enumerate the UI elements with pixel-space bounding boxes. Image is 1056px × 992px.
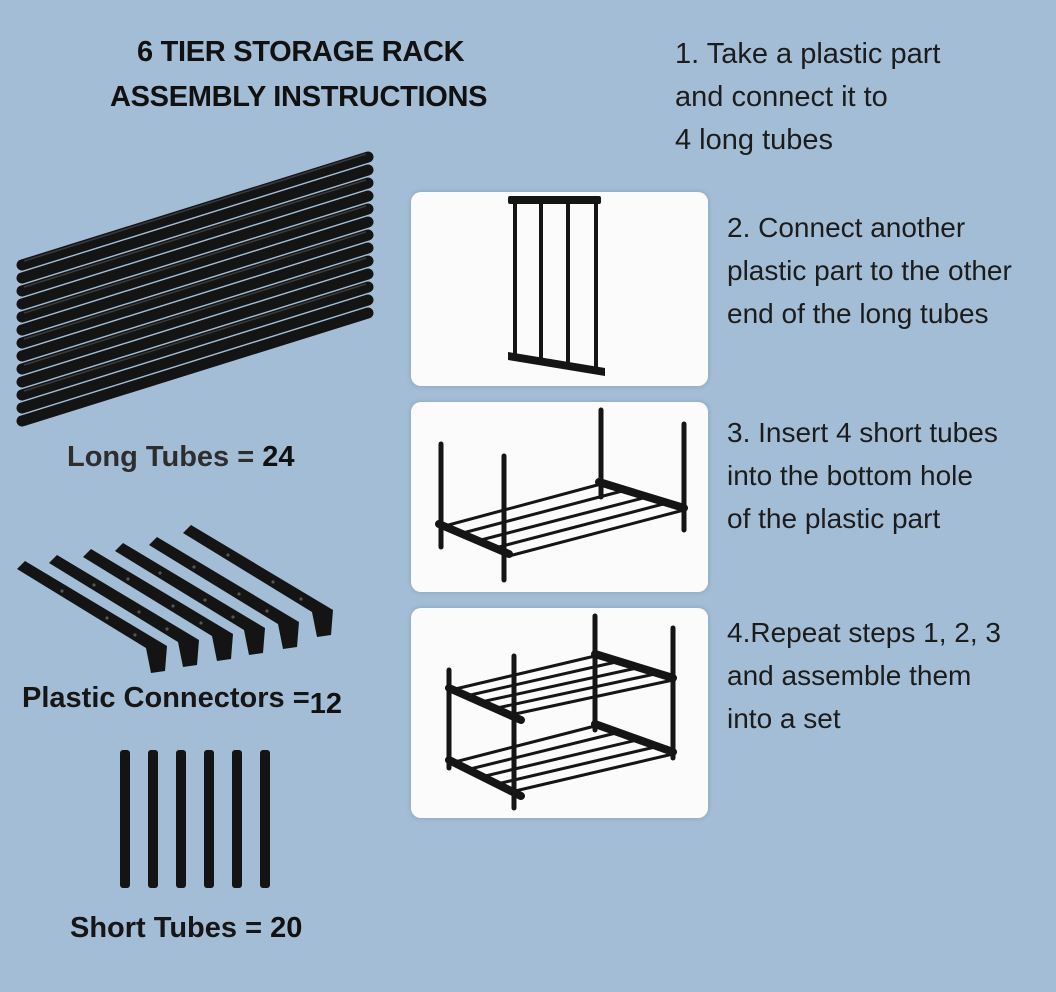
step-4-image <box>411 608 708 818</box>
step-4-line-1: 4.Repeat steps 1, 2, 3 <box>727 617 1001 648</box>
step-4-line-3: into a set <box>727 703 841 734</box>
step-2-line-2: plastic part to the other <box>727 255 1012 286</box>
long-tubes-label: Long Tubes = 24 <box>67 441 294 474</box>
plastic-connectors-label: Plastic Connectors =12 <box>22 682 342 720</box>
step-3-line-2: into the bottom hole <box>727 460 973 491</box>
short-tubes-label-text: Short Tubes = <box>70 912 271 944</box>
title-line-1: 6 TIER STORAGE RACK <box>137 36 465 68</box>
step-2-text: 2. Connect another plastic part to the o… <box>727 206 1012 335</box>
step-1-line-3: 4 long tubes <box>675 124 834 156</box>
long-tubes-qty: 24 <box>262 441 295 473</box>
step-4-text: 4.Repeat steps 1, 2, 3 and assemble them… <box>727 611 1001 740</box>
short-tubes-qty: 20 <box>270 912 303 944</box>
step-3-text: 3. Insert 4 short tubes into the bottom … <box>727 411 998 540</box>
short-tubes-label: Short Tubes = 20 <box>70 912 302 945</box>
step-2-line-3: end of the long tubes <box>727 298 989 329</box>
plastic-connectors-qty: 12 <box>309 688 342 720</box>
step-3-line-3: of the plastic part <box>727 503 941 534</box>
long-tubes-label-text: Long Tubes = <box>67 441 263 473</box>
title-line-2: ASSEMBLY INSTRUCTIONS <box>110 81 488 113</box>
step-1-text: 1. Take a plastic part and connect it to… <box>675 33 940 162</box>
long-tubes-icon <box>10 140 380 440</box>
step-3-line-1: 3. Insert 4 short tubes <box>727 417 998 448</box>
plastic-connectors-icon <box>15 525 345 675</box>
step-1-line-2: and connect it to <box>675 81 888 113</box>
plastic-connectors-label-text: Plastic Connectors = <box>22 682 310 714</box>
step-1-line-1: 1. Take a plastic part <box>675 38 941 70</box>
step-2-image <box>411 192 708 386</box>
step-2-line-1: 2. Connect another <box>727 212 966 243</box>
step-4-line-2: and assemble them <box>727 660 972 691</box>
step-3-image <box>411 402 708 592</box>
short-tubes-icon <box>112 745 282 895</box>
